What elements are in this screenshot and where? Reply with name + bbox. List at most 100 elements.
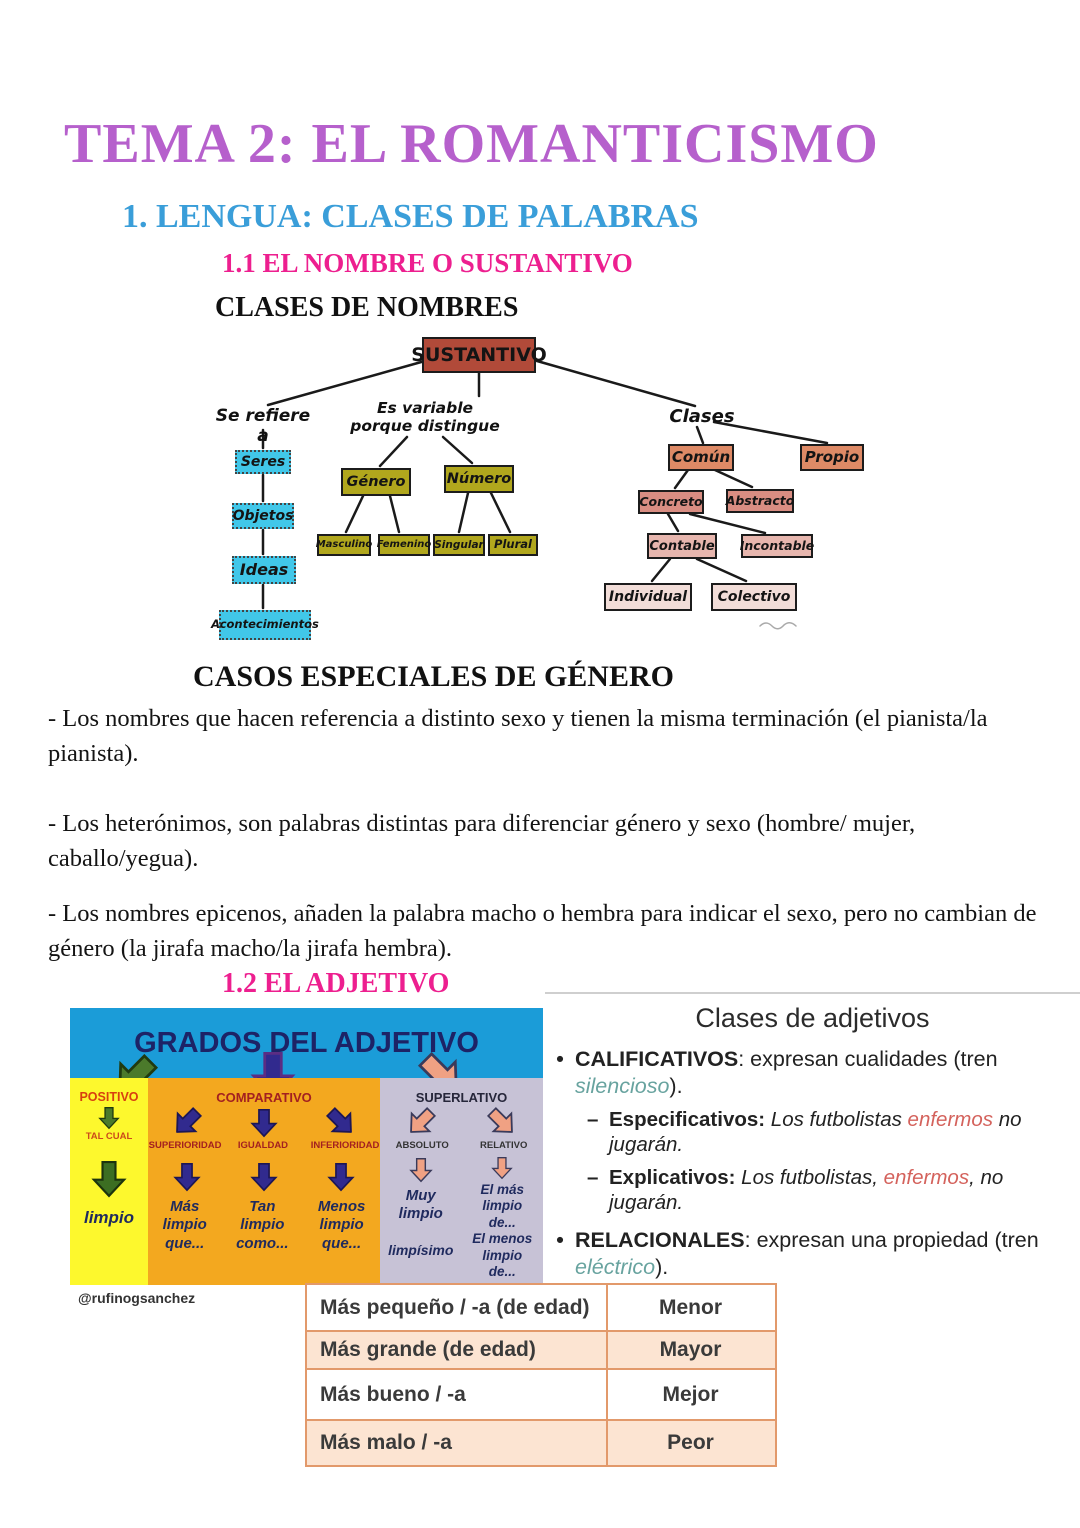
tree-node-genero: Género <box>341 468 411 496</box>
section-heading-nombre: 1.1 EL NOMBRE O SUSTANTIVO <box>222 248 633 278</box>
author-watermark: @rufinogsanchez <box>78 1290 196 1306</box>
sustantivo-tree-diagram: SUSTANTIVO Se refiere a Es variable porq… <box>200 333 880 655</box>
tree-node-abstracto: Abstracto <box>726 489 794 513</box>
down-arrow-icon <box>99 1107 119 1129</box>
dash-icon: – <box>587 1166 599 1190</box>
down-left-arrow-icon <box>167 1102 207 1142</box>
list-item-calificativos: • CALIFICATIVOS: expresan cualidades (tr… <box>545 1046 1080 1099</box>
explicativos-example-pre: Los futbolistas, <box>741 1166 884 1190</box>
relacionales-text: : expresan una propiedad (tren <box>744 1228 1039 1253</box>
tree-node-sustantivo: SUSTANTIVO <box>411 337 547 373</box>
highlight-enfermos-1: enfermos <box>907 1108 994 1132</box>
relativo-example: El más limpio de... El menos limpio de..… <box>472 1182 533 1280</box>
down-arrow-icon <box>92 1160 126 1198</box>
tal-cual-label: TAL CUAL <box>85 1131 133 1142</box>
absoluto-label: ABSOLUTO <box>395 1140 449 1151</box>
comparativo-column: COMPARATIVO SUPERIORIDAD IGUALDAD INFERI… <box>148 1078 380 1285</box>
paragraph-misma-terminacion: - Los nombres que hacen referencia a dis… <box>48 705 988 767</box>
table-cell-word: Mejor <box>662 1382 719 1406</box>
tree-node-individual: Individual <box>604 583 692 611</box>
tree-node-colectivo: Colectivo <box>711 583 797 611</box>
calificativos-text: : expresan cualidades (tren <box>738 1047 998 1071</box>
down-arrow-icon <box>328 1162 354 1192</box>
term-relacionales: RELACIONALES <box>575 1228 745 1253</box>
paragraph-heteronimos: - Los heterónimos, son palabras distinta… <box>48 810 916 872</box>
table-row: Más malo / -a Peor <box>307 1421 775 1465</box>
igualdad-label: IGUALDAD <box>237 1140 289 1151</box>
tree-node-propio: Propio <box>800 444 864 471</box>
tree-node-concreto: Concreto <box>638 490 704 514</box>
calificativos-end: ). <box>669 1073 683 1098</box>
tree-branch-label-se-refiere-a: Se refiere a <box>215 406 311 446</box>
tree-node-objetos: Objetos <box>232 503 294 529</box>
tree-branch-label-es-variable: Es variable porque distingue <box>350 399 500 435</box>
list-item-relacionales: • RELACIONALES: expresan una propiedad (… <box>545 1227 1080 1280</box>
tree-node-seres: Seres <box>235 450 291 474</box>
superlativo-label: SUPERLATIVO <box>415 1090 508 1105</box>
down-left-arrow-icon <box>400 1102 441 1142</box>
tree-node-incontable: Incontable <box>740 534 814 558</box>
section-heading-adjetivo: 1.2 EL ADJETIVO <box>222 968 450 999</box>
table-row: Más pequeño / -a (de edad) Menor <box>307 1285 775 1332</box>
panel-title: Clases de adjetivos <box>695 1003 930 1033</box>
table-row: Más grande (de edad) Mayor <box>307 1332 775 1370</box>
down-arrow-icon <box>492 1157 513 1179</box>
positivo-label: POSITIVO <box>79 1090 139 1104</box>
positivo-column: POSITIVO TAL CUAL limpio <box>70 1078 148 1285</box>
down-arrow-icon <box>409 1157 432 1183</box>
clases-de-adjetivos-panel: Clases de adjetivos • CALIFICATIVOS: exp… <box>545 992 1080 1290</box>
superioridad-example: Más limpio que... <box>162 1198 207 1252</box>
absoluto-example-1: Muy limpio <box>398 1187 443 1223</box>
tree-node-contable: Contable <box>647 533 717 559</box>
heading-casos-especiales: CASOS ESPECIALES DE GÉNERO <box>193 660 674 693</box>
heading-clases-de-nombres: CLASES DE NOMBRES <box>215 292 519 323</box>
page-title: TEMA 2: EL ROMANTICISMO <box>64 113 879 175</box>
highlight-electrico: eléctrico <box>575 1254 656 1279</box>
table-cell-word: Mayor <box>659 1338 722 1361</box>
especificativos-example-pre: Los futbolistas <box>770 1108 908 1132</box>
tree-node-singular: Singular <box>433 534 485 556</box>
superioridad-label: SUPERIORIDAD <box>148 1140 222 1151</box>
tree-node-numero: Número <box>444 465 514 493</box>
tree-node-ideas: Ideas <box>232 556 296 584</box>
tree-node-comun: Común <box>668 444 734 471</box>
positivo-example: limpio <box>83 1208 135 1227</box>
dash-icon: – <box>587 1108 599 1132</box>
bullet-icon: • <box>556 1047 564 1071</box>
table-cell-phrase: Más pequeño / -a (de edad) <box>307 1285 608 1330</box>
table-cell-phrase: Más grande (de edad) <box>307 1332 608 1368</box>
term-calificativos: CALIFICATIVOS <box>575 1047 739 1071</box>
tree-node-femenino: Femenino <box>377 534 431 556</box>
bullet-icon: • <box>556 1228 564 1253</box>
relativo-label: RELATIVO <box>480 1140 528 1151</box>
comparativos-irregulares-table: Más pequeño / -a (de edad) Menor Más gra… <box>305 1283 777 1467</box>
down-right-arrow-icon <box>482 1102 523 1142</box>
igualdad-example: Tan limpio como... <box>236 1198 289 1252</box>
list-item-especificativos: – Especificativos: Los futbolistas enfer… <box>587 1107 1080 1157</box>
table-cell-phrase: Más bueno / -a <box>307 1370 608 1419</box>
absoluto-example-2: limpísimo <box>388 1241 454 1258</box>
tree-node-masculino: Masculino <box>316 534 372 556</box>
especificativos-example-post: no jugarán. <box>609 1108 1022 1157</box>
down-right-arrow-icon <box>321 1102 361 1142</box>
comparativo-label: COMPARATIVO <box>216 1090 312 1105</box>
highlight-silencioso: silencioso <box>575 1073 670 1098</box>
table-row: Más bueno / -a Mejor <box>307 1370 775 1421</box>
paragraph-epicenos: - Los nombres epicenos, añaden la palabr… <box>48 900 1037 962</box>
inferioridad-example: Menos limpio que... <box>317 1198 366 1252</box>
tree-node-plural: Plural <box>488 534 538 556</box>
term-especificativos: Especificativos: <box>609 1108 771 1132</box>
list-item-explicativos: – Explicativos: Los futbolistas, enfermo… <box>587 1165 1080 1215</box>
table-cell-word: Peor <box>667 1431 714 1454</box>
explicativos-example-post: , no jugarán. <box>609 1166 1004 1215</box>
section-heading-lengua: 1. LENGUA: CLASES DE PALABRAS <box>122 198 699 235</box>
down-arrow-icon <box>251 1108 277 1138</box>
inferioridad-label: INFERIORIDAD <box>310 1140 380 1151</box>
down-arrow-icon <box>251 1162 277 1192</box>
down-arrow-icon <box>174 1162 200 1192</box>
tree-branch-label-clases: Clases <box>669 406 735 427</box>
watermark-signature <box>759 622 797 630</box>
tree-connector-lines <box>261 357 829 630</box>
grados-del-adjetivo-figure: GRADOS DEL ADJETIVO POSITIVO TAL CUAL li… <box>70 1008 543 1285</box>
